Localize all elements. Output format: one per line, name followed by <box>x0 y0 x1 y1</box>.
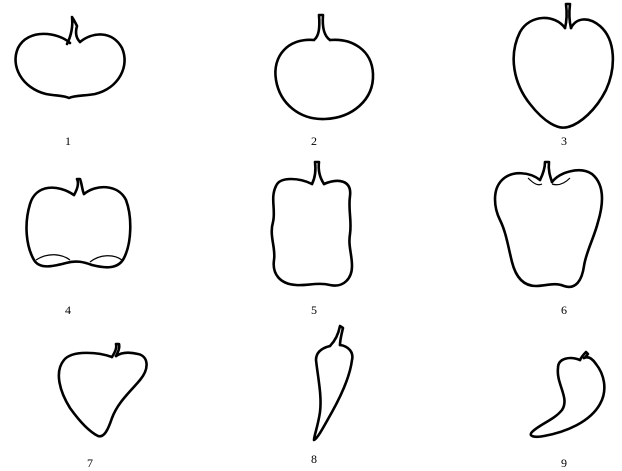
shape-number-label: 7 <box>87 456 93 471</box>
heart-fruit-shape-icon <box>514 4 613 128</box>
shape-number-label: 2 <box>311 134 317 149</box>
shape-number-label: 3 <box>561 134 567 149</box>
trapezoidal-fruit-shape-icon <box>495 162 602 287</box>
shape-number-label: 1 <box>65 134 71 149</box>
triangular-fruit-shape-icon <box>59 344 147 436</box>
curved-fruit-shape-icon <box>531 352 605 437</box>
flattened-fruit-shape-icon <box>16 17 125 98</box>
shape-number-label: 9 <box>561 456 567 471</box>
elongated-fruit-shape-icon <box>314 326 352 440</box>
shape-number-label: 4 <box>65 303 71 318</box>
round-fruit-shape-icon <box>275 15 373 119</box>
shape-number-label: 5 <box>311 303 317 318</box>
shape-number-label: 6 <box>561 303 567 318</box>
rectangular-fruit-shape-icon <box>272 162 352 286</box>
square-fruit-shape-icon <box>27 179 131 267</box>
shape-number-label: 8 <box>311 452 317 467</box>
